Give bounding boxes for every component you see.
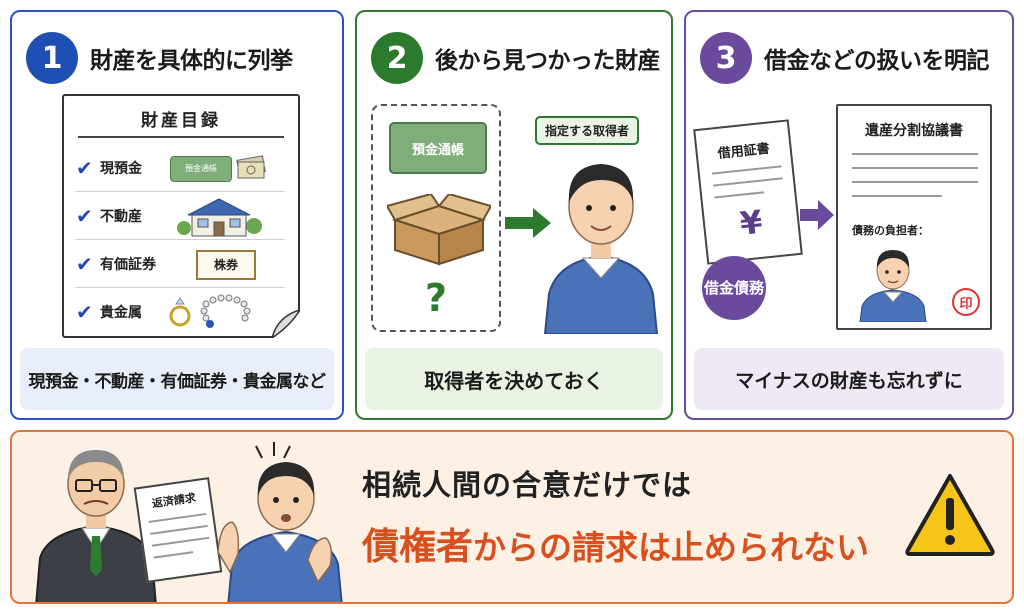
panel-property-list: 1 財産を具体的に列挙 財産目録 ✔ 現預金 預金通帳 ✔ 不動産 (10, 10, 344, 420)
banknotes-icon (236, 154, 266, 178)
panel-title: 後から見つかった財産 (435, 48, 661, 74)
panel-debts: 3 借金などの扱いを明記 借用証書 ¥ 借金債務 遺産分割協議書 債務の負担者： (684, 10, 1014, 420)
designated-heir-label: 指定する取得者 (535, 116, 640, 145)
panel-found-later: 2 後から見つかった財産 預金通帳 ? 指定する取得者 取得者を決めておく (355, 10, 673, 420)
arrow-right-icon (505, 208, 551, 238)
step-number-badge: 2 (371, 32, 423, 84)
question-mark-icon: ? (424, 276, 448, 320)
debt-badge: 借金債務 (702, 256, 766, 320)
list-item: ✔ 有価証券 株券 (76, 240, 284, 288)
creditor-person-icon (35, 450, 157, 602)
debtor-label: 債務の負担者： (852, 224, 929, 237)
check-icon: ✔ (76, 155, 93, 180)
panel-title: 借金などの扱いを明記 (764, 48, 990, 74)
seal-stamp-icon: 印 (952, 288, 980, 316)
passbook-icon: 預金通帳 (389, 122, 487, 174)
list-item: ✔ 現預金 預金通帳 (76, 144, 284, 192)
yen-icon: ¥ (738, 202, 765, 243)
house-icon (177, 197, 262, 236)
debtor-person-icon (859, 250, 927, 322)
text-lines-icon (852, 153, 978, 197)
page-curl-icon (272, 310, 300, 338)
repayment-claim-document: 返済請求 (133, 477, 223, 583)
arrow-right-icon (800, 200, 834, 230)
warning-icon (905, 474, 995, 556)
text-lines-icon (711, 165, 783, 199)
estate-division-agreement-document: 遺産分割協議書 債務の負担者： 印 (836, 104, 992, 330)
passbook-icon: 預金通帳 (170, 155, 232, 182)
banner-heading: 相続人間の合意だけでは (362, 468, 693, 502)
heir-person-icon (543, 164, 659, 334)
panel-header: 1 財産を具体的に列挙 (26, 30, 332, 86)
property-inventory-document: 財産目録 ✔ 現預金 預金通帳 ✔ 不動産 (62, 94, 300, 338)
cardboard-box-icon (387, 194, 491, 266)
check-icon: ✔ (76, 251, 93, 276)
document-title: 遺産分割協議書 (865, 123, 963, 139)
panel-footer: 取得者を決めておく (365, 348, 663, 410)
panel-title: 財産を具体的に列挙 (90, 48, 293, 74)
panel-header: 3 借金などの扱いを明記 (700, 30, 1002, 86)
panel-header: 2 後から見つかった財産 (371, 30, 661, 86)
item-label: 貴金属 (100, 305, 142, 321)
unknown-assets-box: 預金通帳 ? (371, 104, 501, 332)
panel-footer: 現預金・不動産・有価証券・貴金属など (20, 348, 334, 410)
panel-footer: マイナスの財産も忘れずに (694, 348, 1004, 410)
list-item: ✔ 不動産 (76, 192, 284, 240)
item-label: 不動産 (100, 208, 142, 225)
loan-certificate-document: 借用証書 ¥ (693, 119, 803, 265)
check-icon: ✔ (76, 300, 93, 324)
banner-warning-text: 債権者からの請求は止められない (362, 516, 869, 570)
stock-certificate-icon: 株券 (196, 249, 256, 280)
title-divider (78, 136, 284, 138)
creditor-emphasis: 債権者 (362, 525, 473, 568)
item-label: 有価証券 (100, 256, 156, 273)
list-item: ✔ 貴金属 (76, 288, 284, 336)
heir-refusing-person-icon (218, 442, 343, 602)
document-title: 借用証書 (717, 141, 771, 162)
check-icon: ✔ (76, 203, 93, 228)
text-lines-icon (148, 512, 210, 559)
item-label: 現預金 (100, 160, 142, 177)
warning-banner: 返済請求 相続人間の合意だけでは 債権者からの請求は止められない (10, 430, 1014, 604)
step-number-badge: 1 (26, 32, 78, 84)
banner-warning-rest: からの請求は止められない (473, 528, 869, 567)
document-title: 財産目録 (141, 111, 221, 131)
jewelry-icon (169, 294, 251, 328)
step-number-badge: 3 (700, 32, 752, 84)
document-title: 返済請求 (151, 491, 197, 511)
